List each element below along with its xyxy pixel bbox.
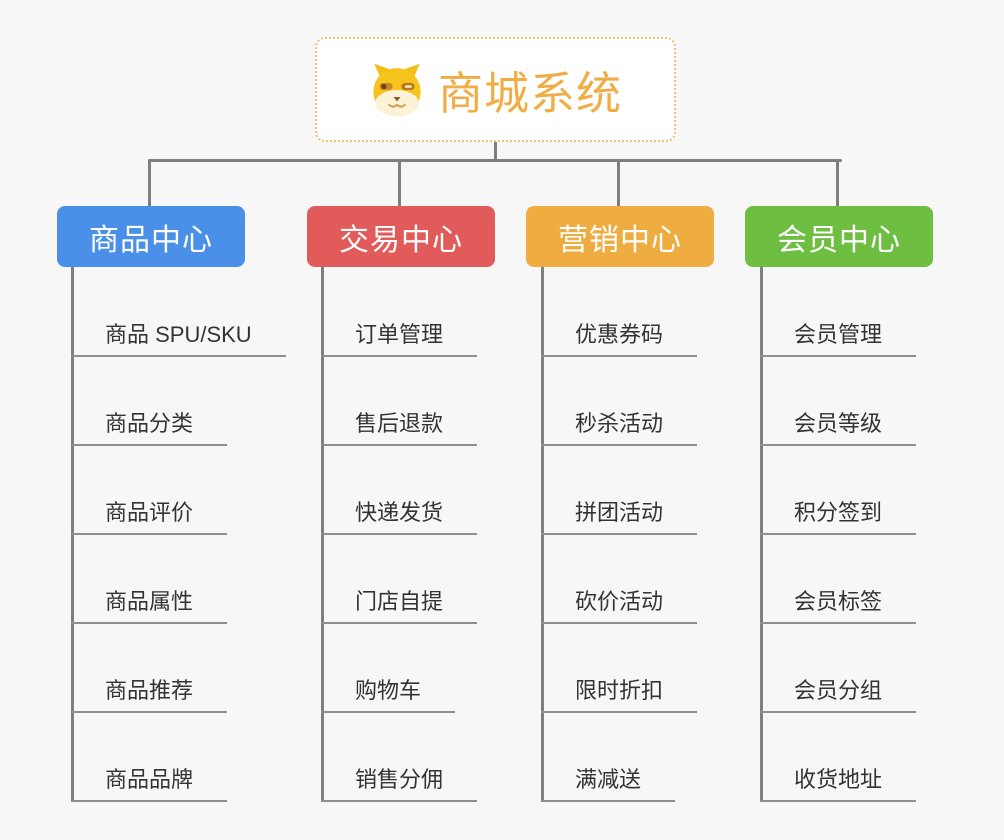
branch-node-product-center[interactable]: 商品中心	[57, 206, 245, 267]
leaf-node[interactable]: 积分签到	[760, 502, 917, 535]
leaf-node[interactable]: 满减送	[541, 769, 676, 802]
leaf-node[interactable]: 商品品牌	[71, 769, 228, 802]
leaf-node[interactable]: 会员管理	[760, 324, 917, 357]
connector-drop	[617, 160, 620, 207]
leaf-node[interactable]: 拼团活动	[541, 502, 698, 535]
leaf-node[interactable]: 会员等级	[760, 413, 917, 446]
root-node[interactable]: 商城系统	[315, 37, 676, 142]
branch-node-member-center[interactable]: 会员中心	[745, 206, 933, 267]
leaf-node[interactable]: 门店自提	[321, 591, 478, 624]
leaf-node[interactable]: 会员标签	[760, 591, 917, 624]
leaf-node[interactable]: 商品 SPU/SKU	[71, 324, 286, 357]
leaf-node[interactable]: 收货地址	[760, 769, 917, 802]
root-title: 商城系统	[437, 68, 622, 119]
connector-root-stem	[494, 141, 497, 161]
connector-drop	[148, 160, 151, 207]
branch-node-trade-center[interactable]: 交易中心	[307, 206, 495, 267]
branch-node-marketing-center[interactable]: 营销中心	[526, 206, 714, 267]
leaf-node[interactable]: 商品属性	[71, 591, 228, 624]
leaf-node[interactable]: 售后退款	[321, 413, 478, 446]
leaf-node[interactable]: 优惠券码	[541, 324, 698, 357]
leaf-node[interactable]: 商品推荐	[71, 680, 228, 713]
leaf-node[interactable]: 购物车	[321, 680, 456, 713]
leaf-node[interactable]: 砍价活动	[541, 591, 698, 624]
leaf-node[interactable]: 快递发货	[321, 502, 478, 535]
connector-bus	[148, 159, 842, 162]
leaf-node[interactable]: 会员分组	[760, 680, 917, 713]
leaf-node[interactable]: 销售分佣	[321, 769, 478, 802]
connector-drop	[398, 160, 401, 207]
leaf-node[interactable]: 商品评价	[71, 502, 228, 535]
doge-icon	[373, 63, 421, 116]
leaf-node[interactable]: 订单管理	[321, 324, 478, 357]
leaf-node[interactable]: 限时折扣	[541, 680, 698, 713]
leaf-node[interactable]: 秒杀活动	[541, 413, 698, 446]
leaf-node[interactable]: 商品分类	[71, 413, 228, 446]
connector-drop	[836, 160, 839, 207]
